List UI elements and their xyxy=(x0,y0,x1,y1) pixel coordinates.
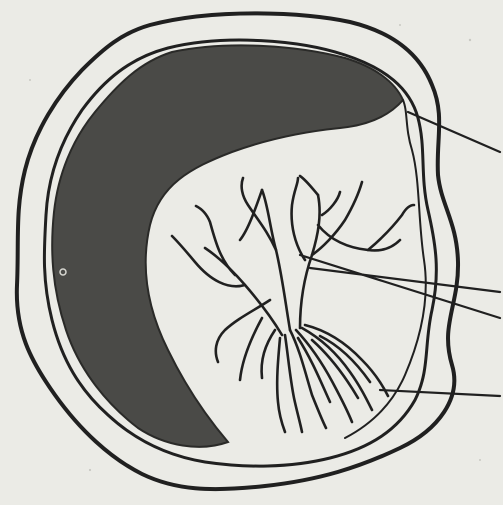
branching-veins xyxy=(172,176,414,432)
leader-line-3 xyxy=(300,255,500,318)
cavity-edge xyxy=(345,100,426,438)
leader-lines xyxy=(300,112,500,396)
leader-line-4 xyxy=(380,390,500,396)
